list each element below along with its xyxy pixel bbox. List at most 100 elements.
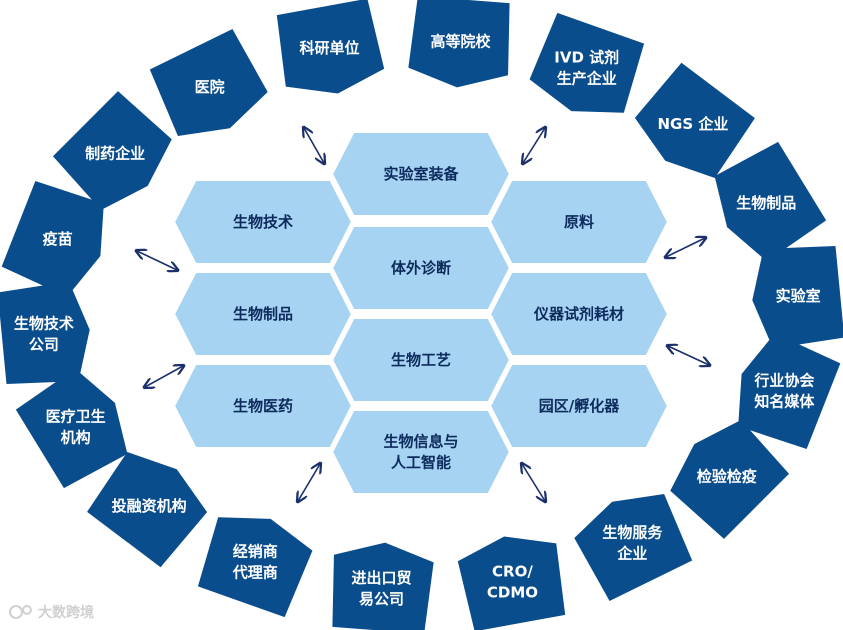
outer-node: 制药企业 <box>52 91 172 210</box>
outer-node-label: 投融资机构 <box>112 497 187 515</box>
outer-node-label: 代理商 <box>232 564 278 582</box>
outer-node-label: 科研单位 <box>300 39 360 57</box>
hex-node-label: 生物技术 <box>233 213 293 231</box>
outer-node: CRO/CDMO <box>457 536 566 630</box>
outer-node-label: 生产企业 <box>557 69 617 87</box>
outer-node: 科研单位 <box>276 0 385 94</box>
outer-node-label: 生物技术 <box>14 315 74 333</box>
outer-node-shape <box>276 0 385 94</box>
outer-node-label: 经销商 <box>233 543 278 561</box>
hex-node: 原料 <box>486 177 672 267</box>
outer-node-label: 制药企业 <box>85 144 145 162</box>
outer-node-label: 疫苗 <box>43 230 73 248</box>
double-arrow-icon <box>304 128 324 163</box>
outer-node-label: CRO/ <box>492 562 533 580</box>
outer-node-shape <box>0 281 90 385</box>
outer-node-label: 高等院校 <box>431 33 492 51</box>
hex-node: 生物制品 <box>170 269 356 359</box>
watermark-logo-icon <box>9 605 32 619</box>
hex-node-label: 原料 <box>564 213 594 231</box>
hex-node: 园区/孵化器 <box>486 361 672 451</box>
connector-arrows <box>137 128 709 501</box>
outer-node-label: 进出口贸 <box>351 569 411 587</box>
hex-node-label: 仪器试剂耗材 <box>533 305 624 323</box>
outer-node-shape <box>670 420 790 539</box>
outer-node: 检验检疫 <box>670 420 790 539</box>
hex-node: 实验室装备 <box>328 129 514 219</box>
outer-node-label: 实验室 <box>776 287 821 305</box>
hex-node: 体外诊断 <box>328 223 514 313</box>
outer-node-shape <box>1 181 104 297</box>
outer-node-shape <box>574 494 693 601</box>
outer-node-shape <box>87 451 208 568</box>
outer-node: 疫苗 <box>1 181 104 297</box>
outer-node-shape <box>634 62 755 179</box>
outer-node-shape <box>15 368 128 489</box>
hex-node-shape <box>486 269 672 359</box>
outer-node-label: 医疗卫生 <box>46 407 106 425</box>
outer-node-shape <box>332 542 434 630</box>
outer-node-label: NGS 企业 <box>657 115 728 133</box>
outer-node: 高等院校 <box>408 0 510 88</box>
outer-node-shape <box>529 12 645 113</box>
hex-node-label: 园区/孵化器 <box>539 397 620 415</box>
outer-node-label: 行业协会 <box>753 371 814 389</box>
double-arrow-icon <box>522 464 545 501</box>
outer-node-label: 公司 <box>29 336 59 354</box>
outer-node-label: 知名媒体 <box>754 392 815 410</box>
outer-node-label: 易公司 <box>359 590 404 608</box>
hex-node-shape <box>486 177 672 267</box>
hex-node-label: 体外诊断 <box>391 259 451 277</box>
double-arrow-icon <box>523 128 545 163</box>
outer-node-shape <box>197 517 313 618</box>
double-arrow-icon <box>298 464 320 501</box>
outer-node: 医院 <box>149 29 268 136</box>
outer-node: 生物制品 <box>714 141 827 262</box>
hex-node-label: 生物信息与 <box>383 433 458 451</box>
outer-node-shape <box>149 29 268 136</box>
hex-node: 生物工艺 <box>328 315 514 405</box>
outer-node-label: 医院 <box>195 78 225 96</box>
hex-node-label: 生物工艺 <box>391 351 451 369</box>
hex-node-shape <box>486 361 672 451</box>
hex-node: 仪器试剂耗材 <box>486 269 672 359</box>
outer-node-label: 生物制品 <box>736 194 796 212</box>
outer-node-shape <box>408 0 510 88</box>
outer-node-label: CDMO <box>487 583 538 601</box>
hex-node-label: 生物制品 <box>233 305 293 323</box>
hex-node: 生物技术 <box>170 177 356 267</box>
double-arrow-icon <box>145 366 183 387</box>
outer-node: 投融资机构 <box>87 451 208 568</box>
watermark: 大数跨境 <box>9 604 94 621</box>
hex-node-label: 生物医药 <box>233 397 293 415</box>
outer-node-shape <box>52 91 172 210</box>
outer-node-shape <box>714 141 827 262</box>
double-arrow-icon <box>137 251 177 270</box>
hex-node: 生物医药 <box>170 361 356 451</box>
outer-node: NGS 企业 <box>634 62 755 179</box>
outer-node-label: IVD 试剂 <box>554 48 619 66</box>
outer-node-label: 检验检疫 <box>697 468 757 486</box>
hex-node-shape <box>328 407 514 497</box>
hex-node-shape <box>328 129 514 219</box>
outer-node-shape <box>752 245 843 349</box>
watermark-text: 大数跨境 <box>38 604 94 621</box>
outer-node-label: 生物服务 <box>602 523 663 541</box>
outer-node-label: 机构 <box>61 428 91 446</box>
double-arrow-icon <box>668 346 709 365</box>
outer-node-shape <box>738 333 841 449</box>
hex-node-label: 实验室装备 <box>383 165 459 183</box>
hex-node-label: 人工智能 <box>391 454 451 472</box>
outer-node: 实验室 <box>752 245 843 349</box>
